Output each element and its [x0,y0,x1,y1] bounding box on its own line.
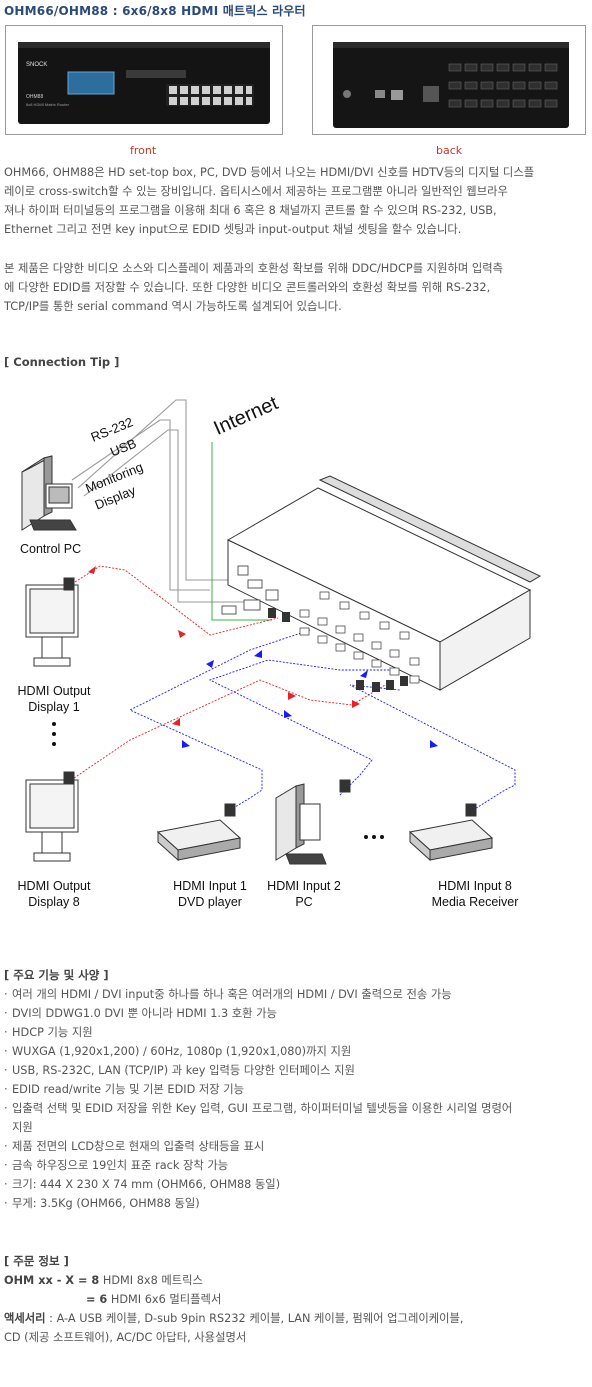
front-photo: SNOCK OHM88 8x8 HDMI Matrix Router [18,42,270,124]
input-1-line2: DVD player [178,895,242,909]
feature-text: 제품 전면의 LCD창으로 현재의 입출력 상태등을 표시 [12,1140,265,1153]
feature-item: · WUXGA (1,920x1,200) / 60Hz, 1080p (1,92… [4,1042,588,1061]
input-pc-drawing [275,779,351,865]
order-line-1: OHM xx - X = 8 HDMI 8x8 메트릭스 [4,1271,464,1290]
input-2-label: HDMI Input 2 PC [258,878,350,910]
page-title: OHM66/OHM88 : 6x6/8x8 HDMI 매트릭스 라우터 [4,4,306,18]
feature-text: 입출력 선택 및 EDID 저장을 위한 Key 입력, GUI 프로그램, 하… [12,1102,513,1115]
intro-line: 져나 하이퍼 터미널등의 프로그램을 이용해 최대 6 혹은 8 채널까지 콘트… [4,204,497,217]
feature-item: 지원 [4,1118,588,1137]
feature-text: EDID read/write 기능 및 기본 EDID 저장 기능 [12,1083,245,1096]
bullet-icon: · [4,988,8,1001]
features-list: · 여러 개의 HDMI / DVI input중 하나를 하나 혹은 여러개의 … [4,985,588,1213]
order-line-2: = 6 HDMI 6x6 멀티플렉서 [4,1290,464,1309]
intro-line: 본 제품은 다양한 비디오 소스와 디스플레이 제품과의 호환성 확보를 위해 … [4,262,504,275]
front-caption: 8x8 HDMI Matrix Router [26,102,70,107]
front-model: OHM88 [26,94,43,100]
output-display-1-drawing [25,577,79,667]
feature-item: · 여러 개의 HDMI / DVI input중 하나를 하나 혹은 여러개의 … [4,985,588,1004]
feature-text: HDCP 기능 지원 [12,1026,93,1039]
output-display-8-label: HDMI Output Display 8 [8,878,100,910]
output-1-line1: HDMI Output [17,684,91,698]
output-display-1-label: HDMI Output Display 1 [8,683,100,715]
matrix-router-drawing [226,475,542,691]
dvd-player-drawing [156,803,242,862]
bullet-icon: · [4,1178,8,1191]
intro-line: TCP/IP를 통한 serial command 역시 가능하도록 설계되어 … [4,300,342,313]
media-receiver-drawing [408,803,494,862]
feature-text: 크기: 444 X 230 X 74 mm (OHM66, OHM88 동일) [12,1178,281,1191]
intro-line: 레이로 cross-switch할 수 있는 장비입니다. 옵티시스에서 제공하… [4,185,508,198]
feature-text: 무게: 3.5Kg (OHM66, OHM88 동일) [12,1197,200,1210]
back-photo [333,42,569,128]
more-outputs-dots [52,722,56,746]
output-1-line2: Display 1 [28,700,80,714]
bullet-icon: · [4,1064,8,1077]
accessories-line-2: CD (제공 소프트웨어), AC/DC 아답타, 사용설명서 [4,1331,247,1344]
feature-text: 금속 하우징으로 19인치 표준 rack 장착 가능 [12,1159,229,1172]
back-label: back [436,144,463,157]
order-info: OHM xx - X = 8 HDMI 8x8 메트릭스 = 6 HDMI 6x… [4,1271,464,1347]
bullet-icon: · [4,1045,8,1058]
control-pc-label: Control PC [20,542,82,556]
features-heading: [ 주요 기능 및 사양 ] [4,968,109,982]
front-photo-frame: SNOCK OHM88 8x8 HDMI Matrix Router [5,25,283,135]
feature-item: · 입출력 선택 및 EDID 저장을 위한 Key 입력, GUI 프로그램, … [4,1099,588,1118]
feature-text: 지원 [12,1121,33,1134]
feature-item: · EDID read/write 기능 및 기본 EDID 저장 기능 [4,1080,588,1099]
feature-item: · 크기: 444 X 230 X 74 mm (OHM66, OHM88 동일) [4,1175,588,1194]
intro-paragraph-1: OHM66, OHM88은 HD set-top box, PC, DVD 등에… [4,163,586,239]
bullet-icon: · [4,1102,8,1115]
feature-text: USB, RS-232C, LAN (TCP/IP) 과 key 입력등 다양한… [12,1064,355,1077]
bullet-icon: · [4,1083,8,1096]
accessories-key: 액세서리 [4,1312,46,1325]
bullet-icon: · [4,1007,8,1020]
order-line-2-key: = 6 [86,1293,108,1306]
front-label: front [130,144,157,157]
accessories-value: : A-A USB 케이블, D-sub 9pin RS232 케이블, LAN… [45,1312,464,1325]
connection-diagram: RS-232 USB Monitoring Display Internet C… [0,380,592,925]
bullet-icon [4,1118,12,1137]
input-1-label: HDMI Input 1 DVD player [164,878,256,910]
input-1-line1: HDMI Input 1 [173,879,247,893]
input-2-line1: HDMI Input 2 [267,879,341,893]
output-8-line2: Display 8 [28,895,80,909]
order-heading: [ 주문 정보 ] [4,1254,69,1268]
input-8-line1: HDMI Input 8 [438,879,512,893]
signal-arrows [88,566,438,748]
feature-item: · 금속 하우징으로 19인치 표준 rack 장착 가능 [4,1156,588,1175]
output-display-8-drawing [25,771,79,862]
order-line-1-key: OHM xx - X = 8 [4,1274,100,1287]
control-pc-drawing [21,455,77,531]
accessories-line: 액세서리 : A-A USB 케이블, D-sub 9pin RS232 케이블… [4,1309,464,1328]
order-line-2-value: HDMI 6x6 멀티플렉서 [107,1293,222,1306]
connection-diagram-svg [21,399,542,865]
connection-tip-heading: [ Connection Tip ] [4,355,120,369]
order-line-1-value: HDMI 8x8 메트릭스 [99,1274,203,1287]
feature-text: WUXGA (1,920x1,200) / 60Hz, 1080p (1,920… [12,1045,352,1058]
front-brand: SNOCK [26,62,47,68]
back-photo-frame [312,25,586,135]
intro-line: OHM66, OHM88은 HD set-top box, PC, DVD 등에… [4,166,535,179]
intro-line: Ethernet 그리고 전면 key input으로 EDID 셋팅과 inp… [4,223,462,236]
feature-item: · 무게: 3.5Kg (OHM66, OHM88 동일) [4,1194,588,1213]
input-8-line2: Media Receiver [431,895,519,909]
feature-item: · DVI의 DDWG1.0 DVI 뿐 아니라 HDMI 1.3 호환 가능 [4,1004,588,1023]
bullet-icon: · [4,1159,8,1172]
input-2-line2: PC [295,895,313,909]
feature-item: · HDCP 기능 지원 [4,1023,588,1042]
feature-text: 여러 개의 HDMI / DVI input중 하나를 하나 혹은 여러개의 H… [12,988,452,1001]
feature-text: DVI의 DDWG1.0 DVI 뿐 아니라 HDMI 1.3 호환 가능 [12,1007,277,1020]
bullet-icon: · [4,1197,8,1210]
output-8-line1: HDMI Output [17,879,91,893]
feature-item: · 제품 전면의 LCD창으로 현재의 입출력 상태등을 표시 [4,1137,588,1156]
feature-item: · USB, RS-232C, LAN (TCP/IP) 과 key 입력등 다양… [4,1061,588,1080]
more-inputs-dots [364,835,384,839]
bullet-icon: · [4,1026,8,1039]
input-8-label: HDMI Input 8 Media Receiver [420,878,530,910]
intro-line: 에 다양한 EDID를 저장할 수 있습니다. 또한 다양한 비디오 콘트롤러와… [4,281,491,294]
bullet-icon: · [4,1140,8,1153]
intro-paragraph-2: 본 제품은 다양한 비디오 소스와 디스플레이 제품과의 호환성 확보를 위해 … [4,259,586,316]
